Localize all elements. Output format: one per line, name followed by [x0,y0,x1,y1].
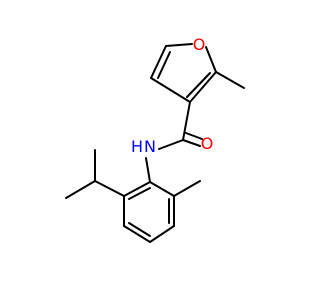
carbonyl-oxygen-label: O [201,134,214,153]
bond-o1-c2 [205,46,217,73]
bond-c2-c3-double-inner [186,72,211,98]
bond-ar3-ar4 [149,225,175,243]
amide-nitrogen-label: N [144,137,156,156]
bond-furan-methyl [215,71,245,89]
furan-ring [150,43,217,103]
bond-ar4-ar5 [123,225,151,243]
bond-c2-c3-double [189,71,217,103]
bond-ar6-ar1 [123,181,151,197]
bond-carbonyl-double-1 [182,139,201,147]
amide-hydrogen-label: H [131,137,143,156]
bond-isopropyl-methyl-left [65,180,96,199]
bond-ar4-ar5-inner [128,222,151,237]
furan-oxygen-label: O [193,35,206,54]
bond-c5-o1 [165,43,193,47]
bond-carbonyl-nitrogen [158,139,184,150]
bond-nitrogen-aryl [145,157,151,183]
benzene-ring [123,181,175,243]
structure-svg: O O N H [65,35,245,243]
bond-carbonyl-double-2 [185,132,203,140]
bond-c3-carbonyl [182,101,191,141]
bond-aryl-isopropyl [94,180,125,197]
bond-c4-c5-double [157,51,171,79]
bond-ar1-ar2 [149,181,175,197]
molecule-diagram: O O N H [65,35,245,243]
bond-c3-c4 [150,77,191,103]
bond-aryl-methyl [173,180,201,197]
bond-c4-c5 [150,45,167,79]
bond-ar6-ar1-inner [128,187,151,200]
